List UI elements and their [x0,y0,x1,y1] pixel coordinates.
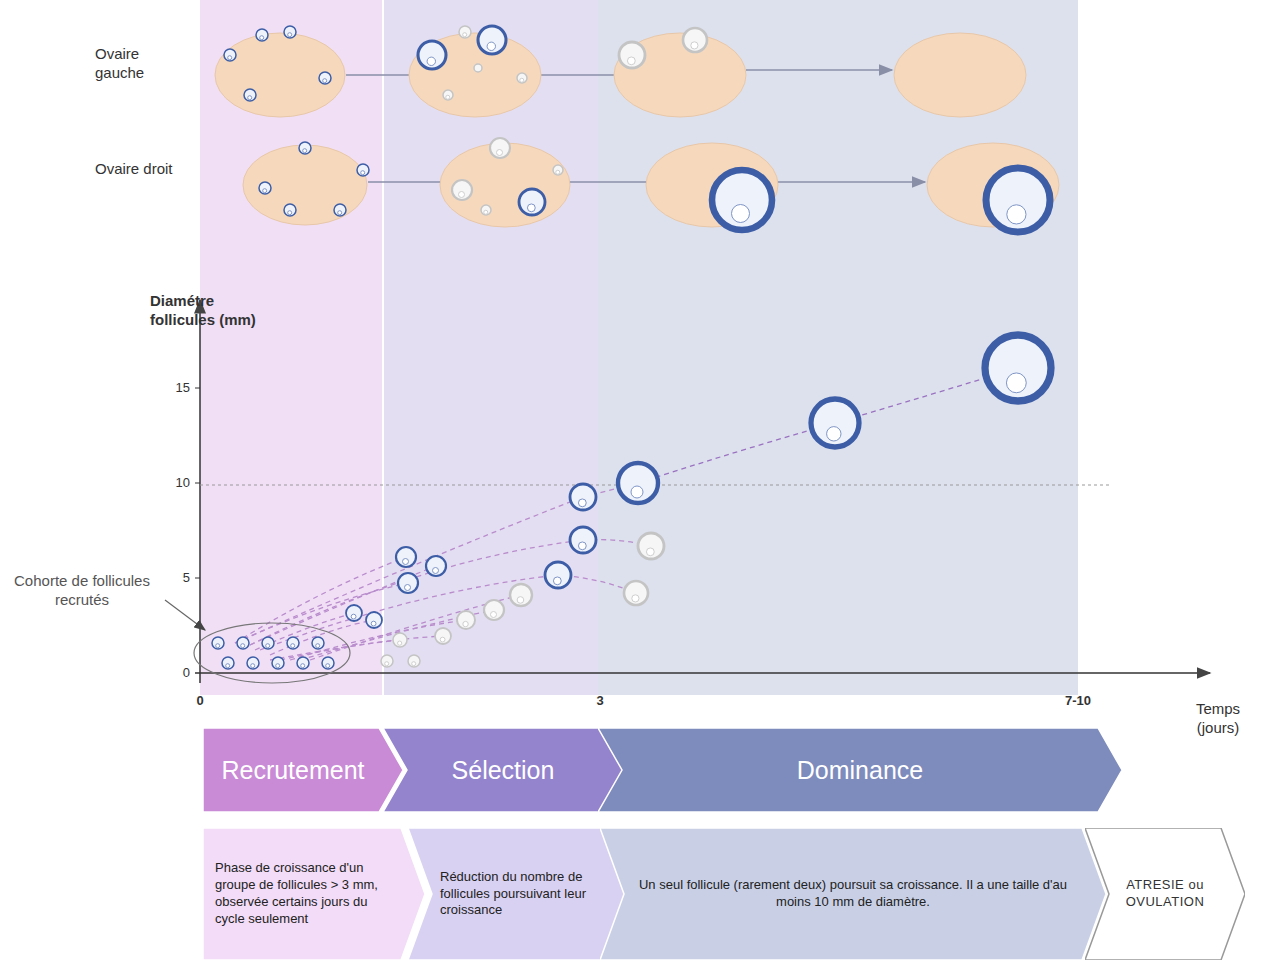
follicle [519,189,545,215]
follicle [272,657,284,669]
follicle [618,463,658,503]
axis-label: Ovaire droit [95,160,185,179]
band-recruitment [200,0,383,695]
follicle [510,584,532,606]
axis-label: Temps (jours) [1178,700,1258,738]
band-dominance [598,0,1078,695]
follicle [481,205,491,215]
follicle [435,628,451,644]
follicle [452,180,472,200]
follicles [212,26,1051,669]
follicle [553,165,563,175]
follicle [712,170,772,230]
follicle [443,90,453,100]
band-selection [383,0,598,695]
follicle [474,64,482,72]
follicle [244,89,256,101]
callout-label: Cohorte de follicules recrutés [2,572,162,610]
outcome-arrow: ATRESIE ou OVULATION [1085,828,1245,960]
follicle [297,657,309,669]
follicle [638,533,664,559]
follicle [398,573,418,593]
axis-tick-label: 5 [152,570,190,586]
follicle [262,637,274,649]
follicle [287,637,299,649]
follicle [381,655,393,667]
follicle [619,42,645,68]
description-text: Un seul follicule (rarement deux) poursu… [632,877,1074,911]
axis-tick-label: 3 [580,693,620,709]
follicle [319,72,331,84]
cohort-outline [194,623,350,683]
follicle [986,168,1050,232]
axis-tick-label: 0 [180,693,220,709]
follicle [322,657,334,669]
follicle [247,657,259,669]
phase-arrow: Sélection [383,728,623,812]
phase-title: Recrutement [215,754,371,787]
follicle [457,611,475,629]
follicle [393,633,407,647]
follicle [624,581,648,605]
axis-tick-label: 0 [152,665,190,681]
follicle [366,612,382,628]
phase-title: Sélection [415,754,591,787]
axis-tick-label: 7-10 [1048,693,1108,709]
follicle [985,335,1051,401]
follicle [478,26,506,54]
x-axis [195,672,1210,674]
ovary [215,33,1059,227]
ticks [195,388,200,578]
follicle [570,484,596,510]
description-box: Un seul follicule (rarement deux) poursu… [600,828,1106,960]
phase-title: Dominance [630,754,1090,787]
follicle [408,655,420,667]
follicle [426,556,446,576]
follicle [212,637,224,649]
follicle [284,26,296,38]
follicle [484,600,504,620]
follicle [334,204,346,216]
leader-line [165,600,205,630]
follicle [299,142,311,154]
follicle [545,562,571,588]
follicle [811,399,859,447]
phase-arrow: Recrutement [203,728,403,812]
follicle [284,204,296,216]
follicle [396,547,416,567]
follicle [237,637,249,649]
follicle [346,605,362,621]
axis-label: Ovaire gauche [95,45,185,83]
axis-label: Diamétre follicules (mm) [150,292,260,330]
follicle [418,41,446,69]
description-box: Phase de croissance d'un groupe de folli… [203,828,425,960]
description-text: Réduction du nombre de follicules poursu… [440,869,598,920]
description-text: ATRESIE ou OVULATION [1117,877,1213,911]
axis-tick-label: 15 [152,380,190,396]
trajectory [235,368,1018,660]
follicle [312,637,324,649]
phase-arrow: Dominance [598,728,1122,812]
description-text: Phase de croissance d'un groupe de folli… [215,860,393,928]
follicle [259,182,271,194]
follicle [517,73,527,83]
follicle [224,49,236,61]
follicle [222,657,234,669]
follicle [459,26,471,38]
follicle [357,164,369,176]
follicle [570,527,596,553]
description-box: Réduction du nombre de follicules poursu… [408,828,630,960]
follicle [490,138,510,158]
axis-tick-label: 10 [152,475,190,491]
follicle [256,29,268,41]
follicle [683,28,707,52]
